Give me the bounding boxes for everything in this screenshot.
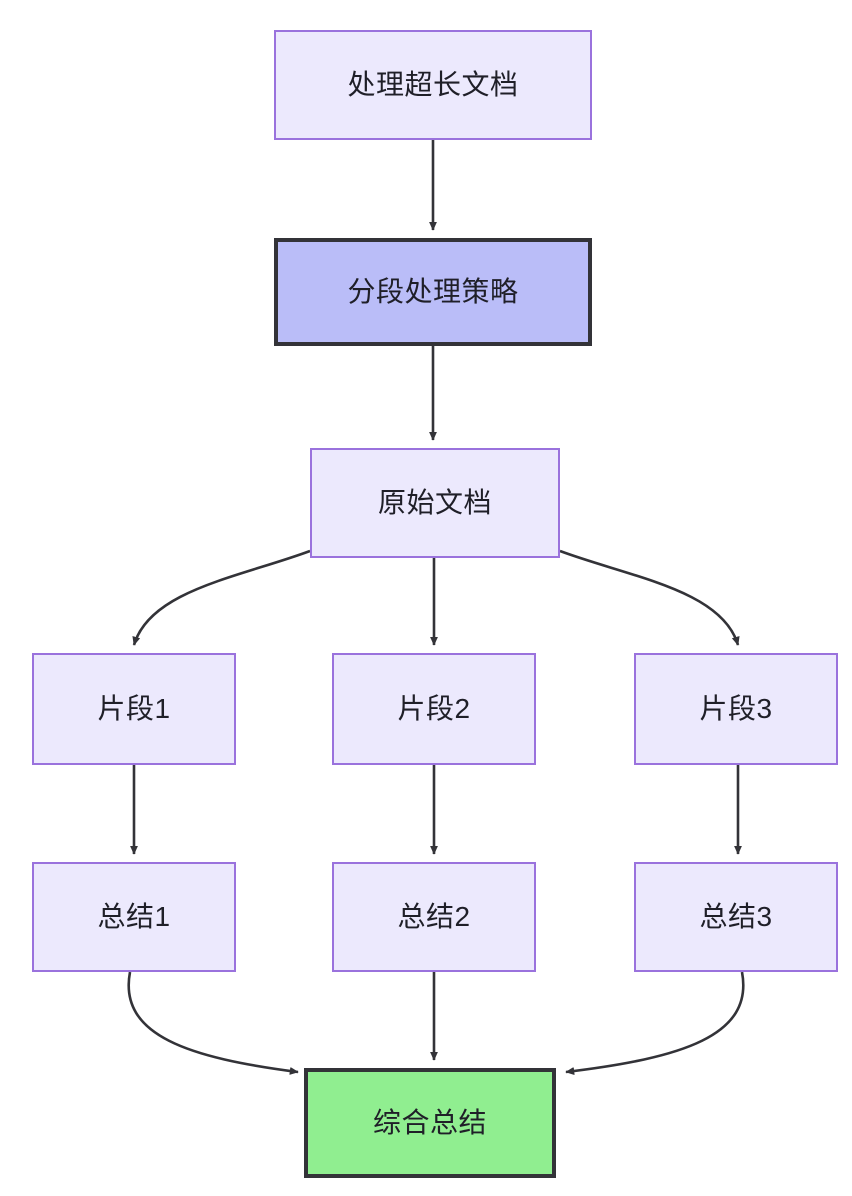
- edge-sum3-to-final: [565, 971, 745, 1075]
- node-chunking-strategy[interactable]: 分段处理策略: [274, 238, 592, 346]
- node-fragment-3[interactable]: 片段3: [634, 653, 838, 765]
- node-source-document[interactable]: 原始文档: [310, 448, 560, 558]
- edge-source-to-frag1: [132, 549, 311, 646]
- node-process-long-document[interactable]: 处理超长文档: [274, 30, 592, 140]
- node-final-summary[interactable]: 综合总结: [304, 1068, 556, 1178]
- node-summary-3[interactable]: 总结3: [634, 862, 838, 972]
- node-summary-2[interactable]: 总结2: [332, 862, 536, 972]
- node-fragment-1[interactable]: 片段1: [32, 653, 236, 765]
- edge-source-to-frag3: [559, 549, 740, 646]
- edge-sum1-to-final: [127, 971, 299, 1075]
- node-summary-1[interactable]: 总结1: [32, 862, 236, 972]
- node-fragment-2[interactable]: 片段2: [332, 653, 536, 765]
